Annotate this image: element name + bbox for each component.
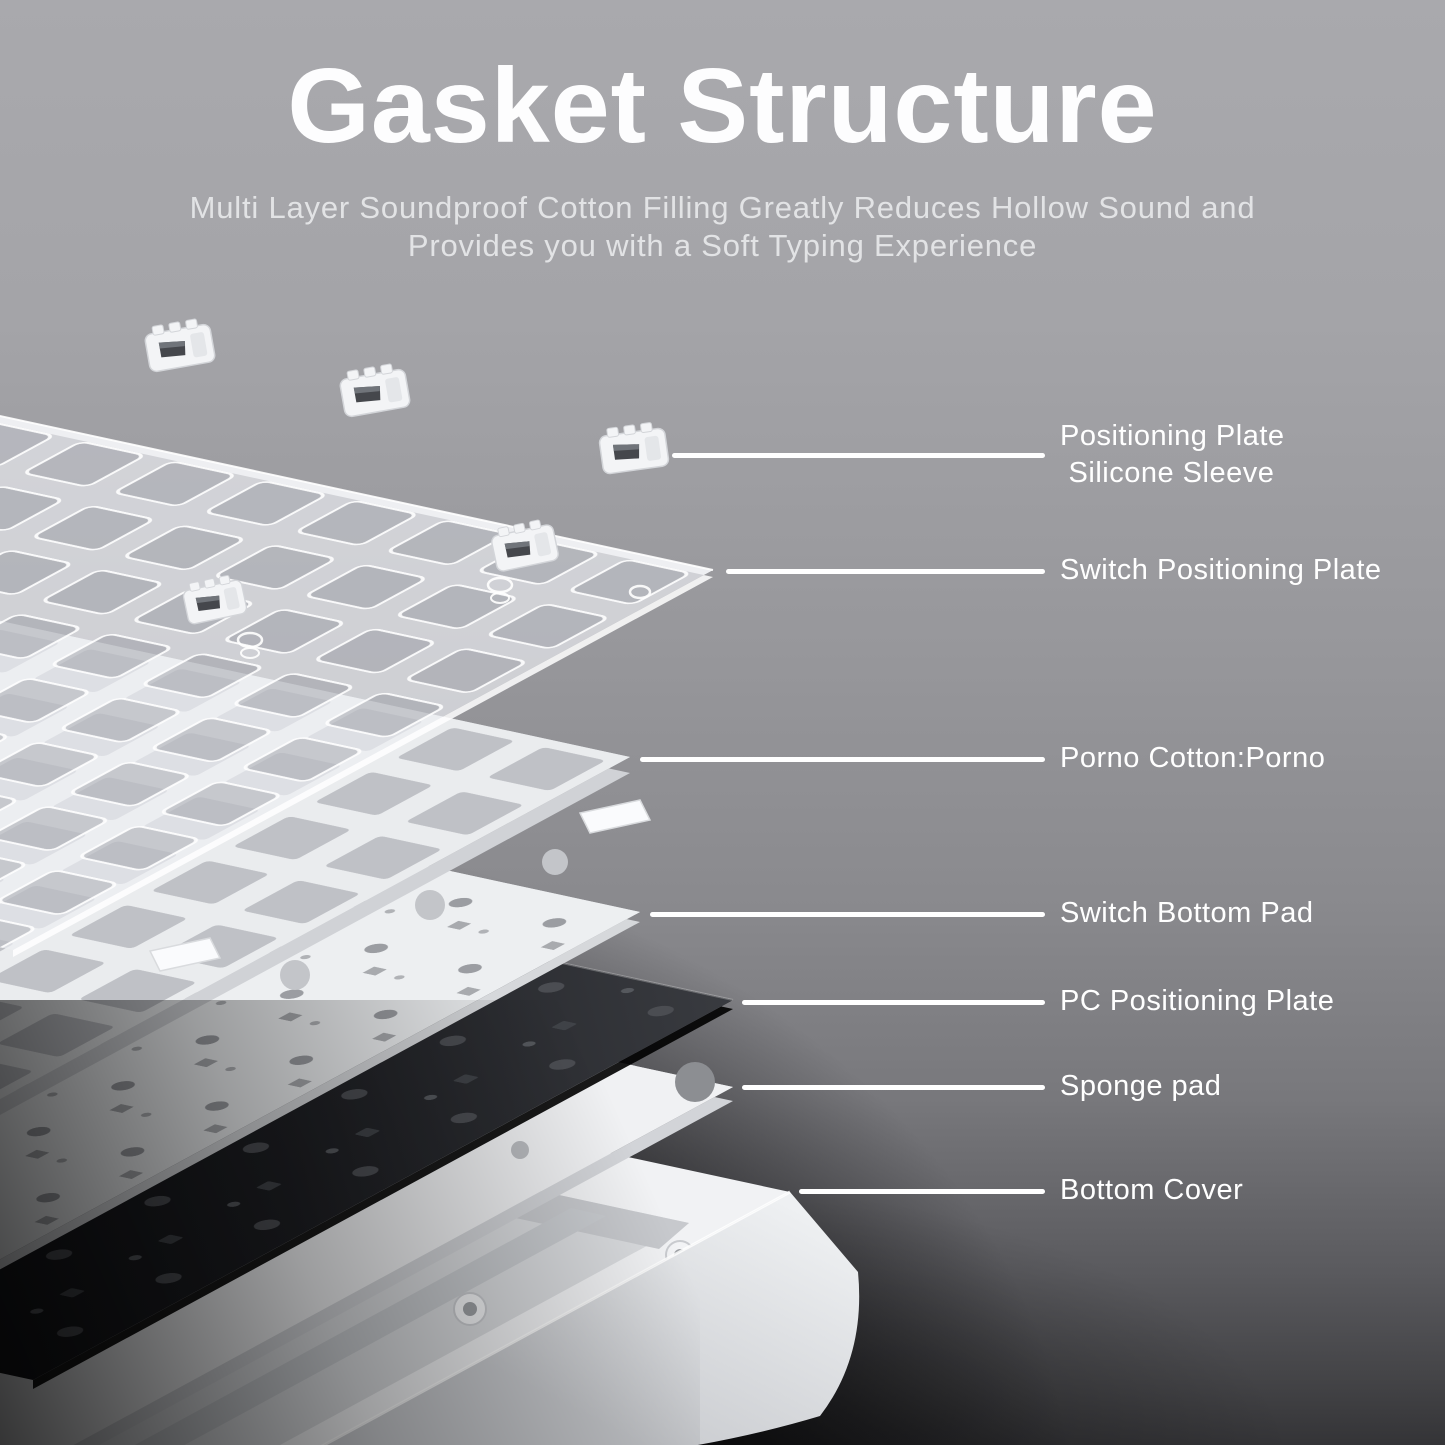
callout-pc-positioning-plate: PC Positioning Plate: [1060, 985, 1335, 1017]
callout-sponge-pad: Sponge pad: [1060, 1070, 1222, 1102]
floor-shadow: [0, 1000, 700, 1445]
callout-switch-bottom-pad: Switch Bottom Pad: [1060, 897, 1314, 929]
callout-poron-cotton: Porno Cotton:Porno: [1060, 742, 1326, 774]
callout-positioning-plate-silicone-sleeve: Positioning Plate Silicone Sleeve: [1060, 420, 1285, 489]
leader-line-sponge-pad: [742, 1085, 1045, 1090]
leader-line-positioning-plate-silicone-sleeve: [672, 453, 1045, 458]
silicone-sleeve-clip: [337, 360, 412, 419]
silicone-sleeve-clips: [142, 315, 671, 476]
leader-line-switch-bottom-pad: [650, 912, 1045, 917]
layer-switch-positioning-plate: [0, 414, 714, 957]
leader-line-pc-positioning-plate: [742, 1000, 1045, 1005]
callout-bottom-cover: Bottom Cover: [1060, 1174, 1244, 1206]
silicone-sleeve-clip: [142, 315, 217, 374]
callout-switch-positioning-plate: Switch Positioning Plate: [1060, 554, 1382, 586]
silicone-sleeve-clip: [596, 419, 671, 476]
leader-line-switch-positioning-plate: [726, 569, 1045, 574]
subtitle-line-2: Provides you with a Soft Typing Experien…: [407, 228, 1038, 263]
leader-line-bottom-cover: [799, 1189, 1045, 1194]
leader-line-poron-cotton: [640, 757, 1045, 762]
page-title: Gasket Structure: [287, 47, 1158, 165]
subtitle-line-1: Multi Layer Soundproof Cotton Filling Gr…: [189, 190, 1256, 225]
